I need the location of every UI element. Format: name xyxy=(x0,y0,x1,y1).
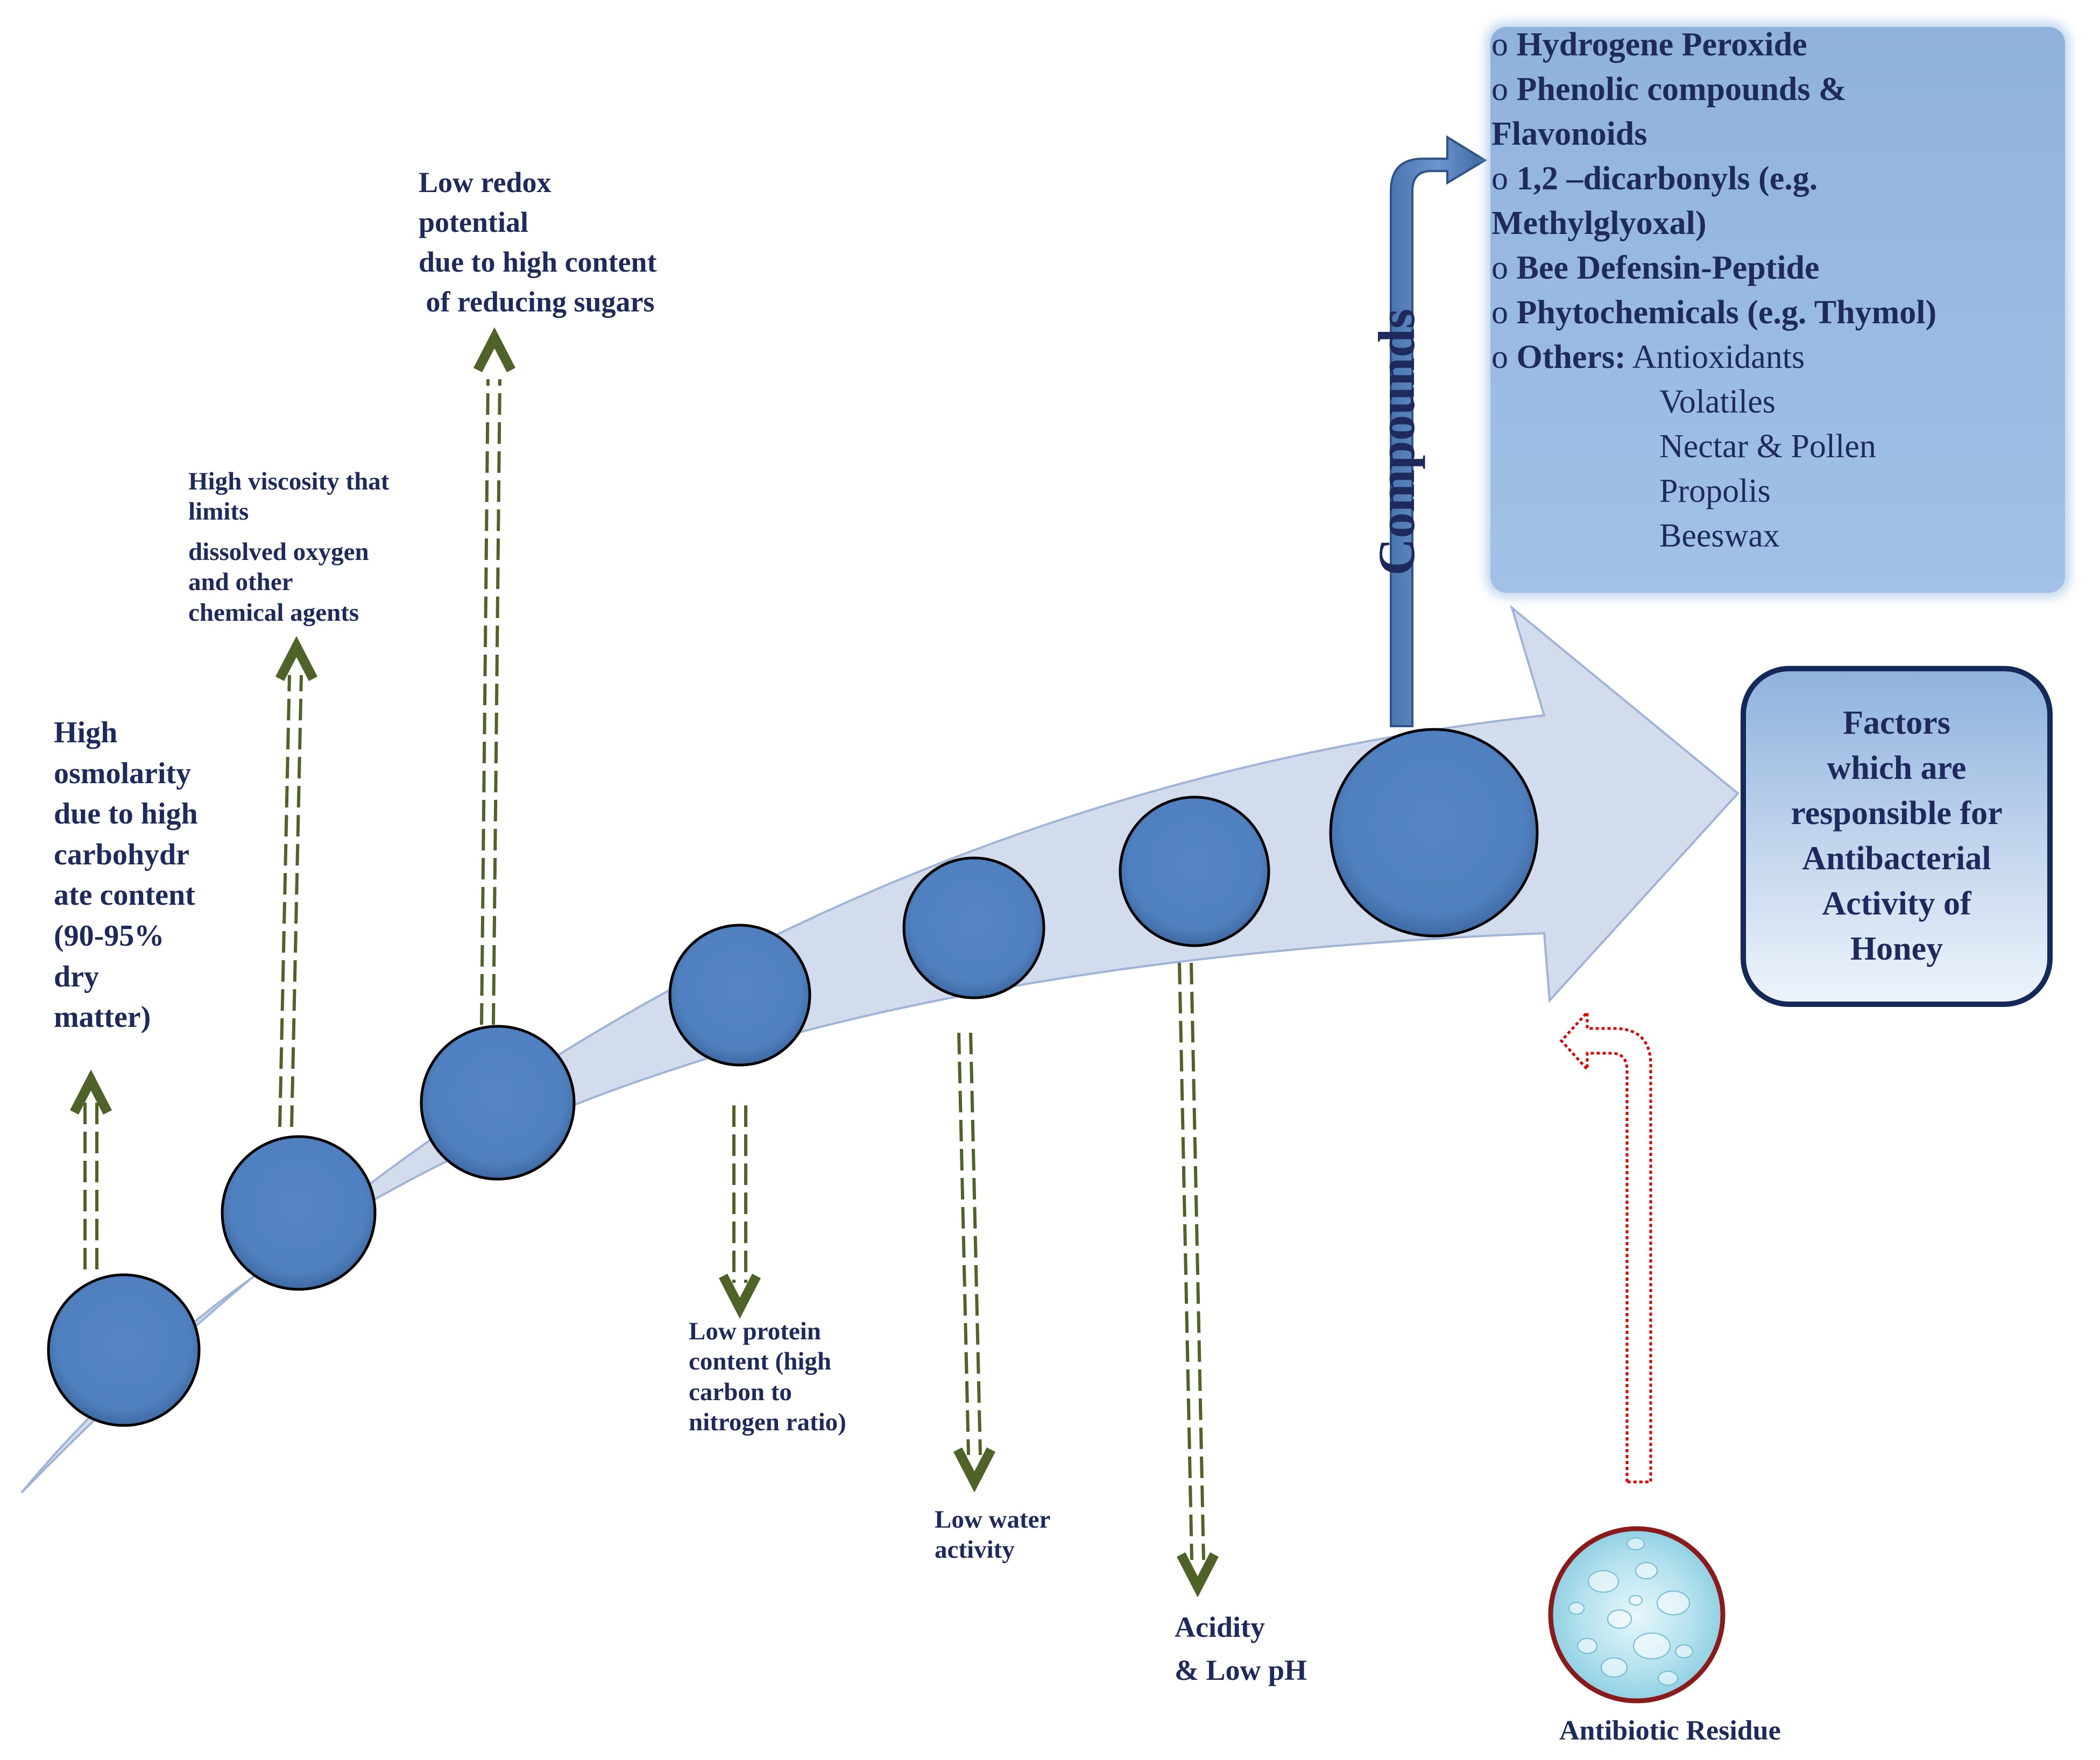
circle-osmolarity xyxy=(47,1273,201,1427)
circle-water xyxy=(902,856,1045,999)
dashed-arrow-water xyxy=(953,1032,995,1493)
circle-acidity xyxy=(1119,796,1270,947)
dashed-arrow-redox xyxy=(473,327,515,1025)
compounds-vertical-label: Compounds xyxy=(1368,308,1425,576)
dashed-arrow-protein xyxy=(719,1105,761,1319)
circle-compounds xyxy=(1329,728,1539,938)
compound-others: o Others: Antioxidants xyxy=(1491,339,1805,375)
compound-item: Flavonoids xyxy=(1491,116,1648,152)
antibiotic-residue-icon xyxy=(1548,1526,1726,1704)
compound-other-item: Beeswax xyxy=(1659,517,1780,554)
dashed-arrow-viscosity xyxy=(275,636,317,1127)
compound-item: o Phytochemicals (e.g. Thymol) xyxy=(1491,294,1937,331)
factors-box-text: Factors which are responsible for Antiba… xyxy=(1791,705,2003,967)
compound-item: o 1,2 –dicarbonyls (e.g. xyxy=(1491,160,1818,197)
label-protein: Low protein content (high carbon to nitr… xyxy=(689,1317,846,1437)
factor-circles xyxy=(47,728,1539,1427)
label-osmolarity: High osmolarity due to high carbohydr at… xyxy=(54,716,198,1034)
antibiotic-residue-label: Antibiotic Residue xyxy=(1559,1715,1781,1746)
antibiotic-residue-arrow xyxy=(1559,1009,1652,1484)
compounds-arrow xyxy=(1390,135,1487,727)
main-curved-arrow xyxy=(20,605,1740,1494)
compound-other-item: Nectar & Pollen xyxy=(1659,428,1876,465)
dashed-arrow-osmolarity xyxy=(70,1069,112,1269)
label-acidity: Acidity & Low pH xyxy=(1175,1611,1307,1686)
compound-item: o Phenolic compounds & xyxy=(1491,71,1847,108)
dashed-arrow-acidity xyxy=(1177,962,1219,1598)
circle-viscosity xyxy=(221,1135,377,1291)
label-redox: Low redox potential due to high content … xyxy=(419,166,657,318)
factors-box xyxy=(1741,666,2053,1007)
compound-item: o Hydrogene Peroxide xyxy=(1491,26,1807,63)
circle-redox xyxy=(420,1025,576,1181)
compound-item: Methylglyoxal) xyxy=(1491,205,1707,242)
label-viscosity: High viscosity that limits dissolved oxy… xyxy=(188,467,390,627)
label-water-activity: Low water activity xyxy=(935,1506,1051,1564)
compound-other-item: Volatiles xyxy=(1659,384,1776,420)
compound-other-item: Propolis xyxy=(1659,473,1771,509)
compound-item: o Bee Defensin-Peptide xyxy=(1491,250,1820,286)
circle-protein xyxy=(668,924,811,1067)
compounds-list: o Hydrogene Peroxide o Phenolic compound… xyxy=(1491,23,1936,558)
compounds-box xyxy=(1490,27,2065,593)
